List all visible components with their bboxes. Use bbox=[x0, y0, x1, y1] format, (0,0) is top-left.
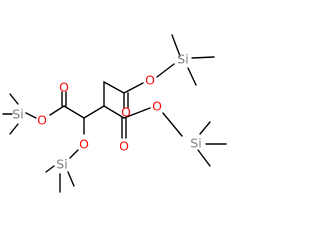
atom-si-top: Si bbox=[177, 52, 188, 67]
bond-ch2-carbonyl bbox=[103, 81, 125, 94]
atom-si-right: Si bbox=[190, 136, 201, 151]
bond-ester-right-c-o bbox=[123, 107, 151, 119]
molecule-structure-diagram: O Si O O O Si O Si O Si O bbox=[2, 34, 227, 193]
bond-si-right-methyl-down bbox=[197, 149, 211, 167]
bond-group bbox=[2, 34, 227, 193]
bond-si-top-oxygen bbox=[156, 63, 175, 78]
atom-label-group: O Si O O O Si O Si O Si O bbox=[12, 52, 201, 172]
bond-si-bottom-methyl-down bbox=[67, 171, 75, 187]
bond-ester-left-o-si bbox=[25, 112, 37, 119]
atom-o-ether: O bbox=[79, 137, 89, 152]
atom-o-ester-right: O bbox=[152, 99, 162, 114]
atom-si-bottom: Si bbox=[56, 157, 67, 172]
atom-o-ester-left: O bbox=[37, 113, 47, 128]
atom-o-carbonyl-bottom: O bbox=[119, 139, 129, 154]
atom-o-carbonyl-left: O bbox=[59, 80, 69, 95]
bond-si-top-methyl-right bbox=[191, 56, 215, 59]
bond-carbonyl-left-o bbox=[49, 105, 65, 116]
atom-o-ester-top: O bbox=[145, 73, 155, 88]
bond-ch-right-ester bbox=[103, 105, 125, 119]
bond-si-top-methyl-up bbox=[171, 34, 181, 57]
bond-ch-left-carbonyl bbox=[63, 105, 85, 119]
bond-si-top-methyl-down bbox=[187, 67, 197, 86]
bond-ether-o-si bbox=[69, 149, 79, 159]
bond-si-left-methyl-up bbox=[9, 93, 19, 105]
bond-ester-right-o-si bbox=[162, 112, 183, 137]
bond-si-right-methyl-up bbox=[199, 121, 211, 135]
bond-si-left-methyl-down bbox=[9, 123, 19, 135]
atom-si-left: Si bbox=[12, 107, 23, 122]
bond-si-bottom-methyl-left bbox=[45, 165, 55, 173]
bond-ester-top-o-carbon bbox=[123, 82, 144, 94]
bond-ch-right-ch-left bbox=[83, 105, 105, 119]
atom-o-carbonyl-top: O bbox=[121, 105, 131, 120]
